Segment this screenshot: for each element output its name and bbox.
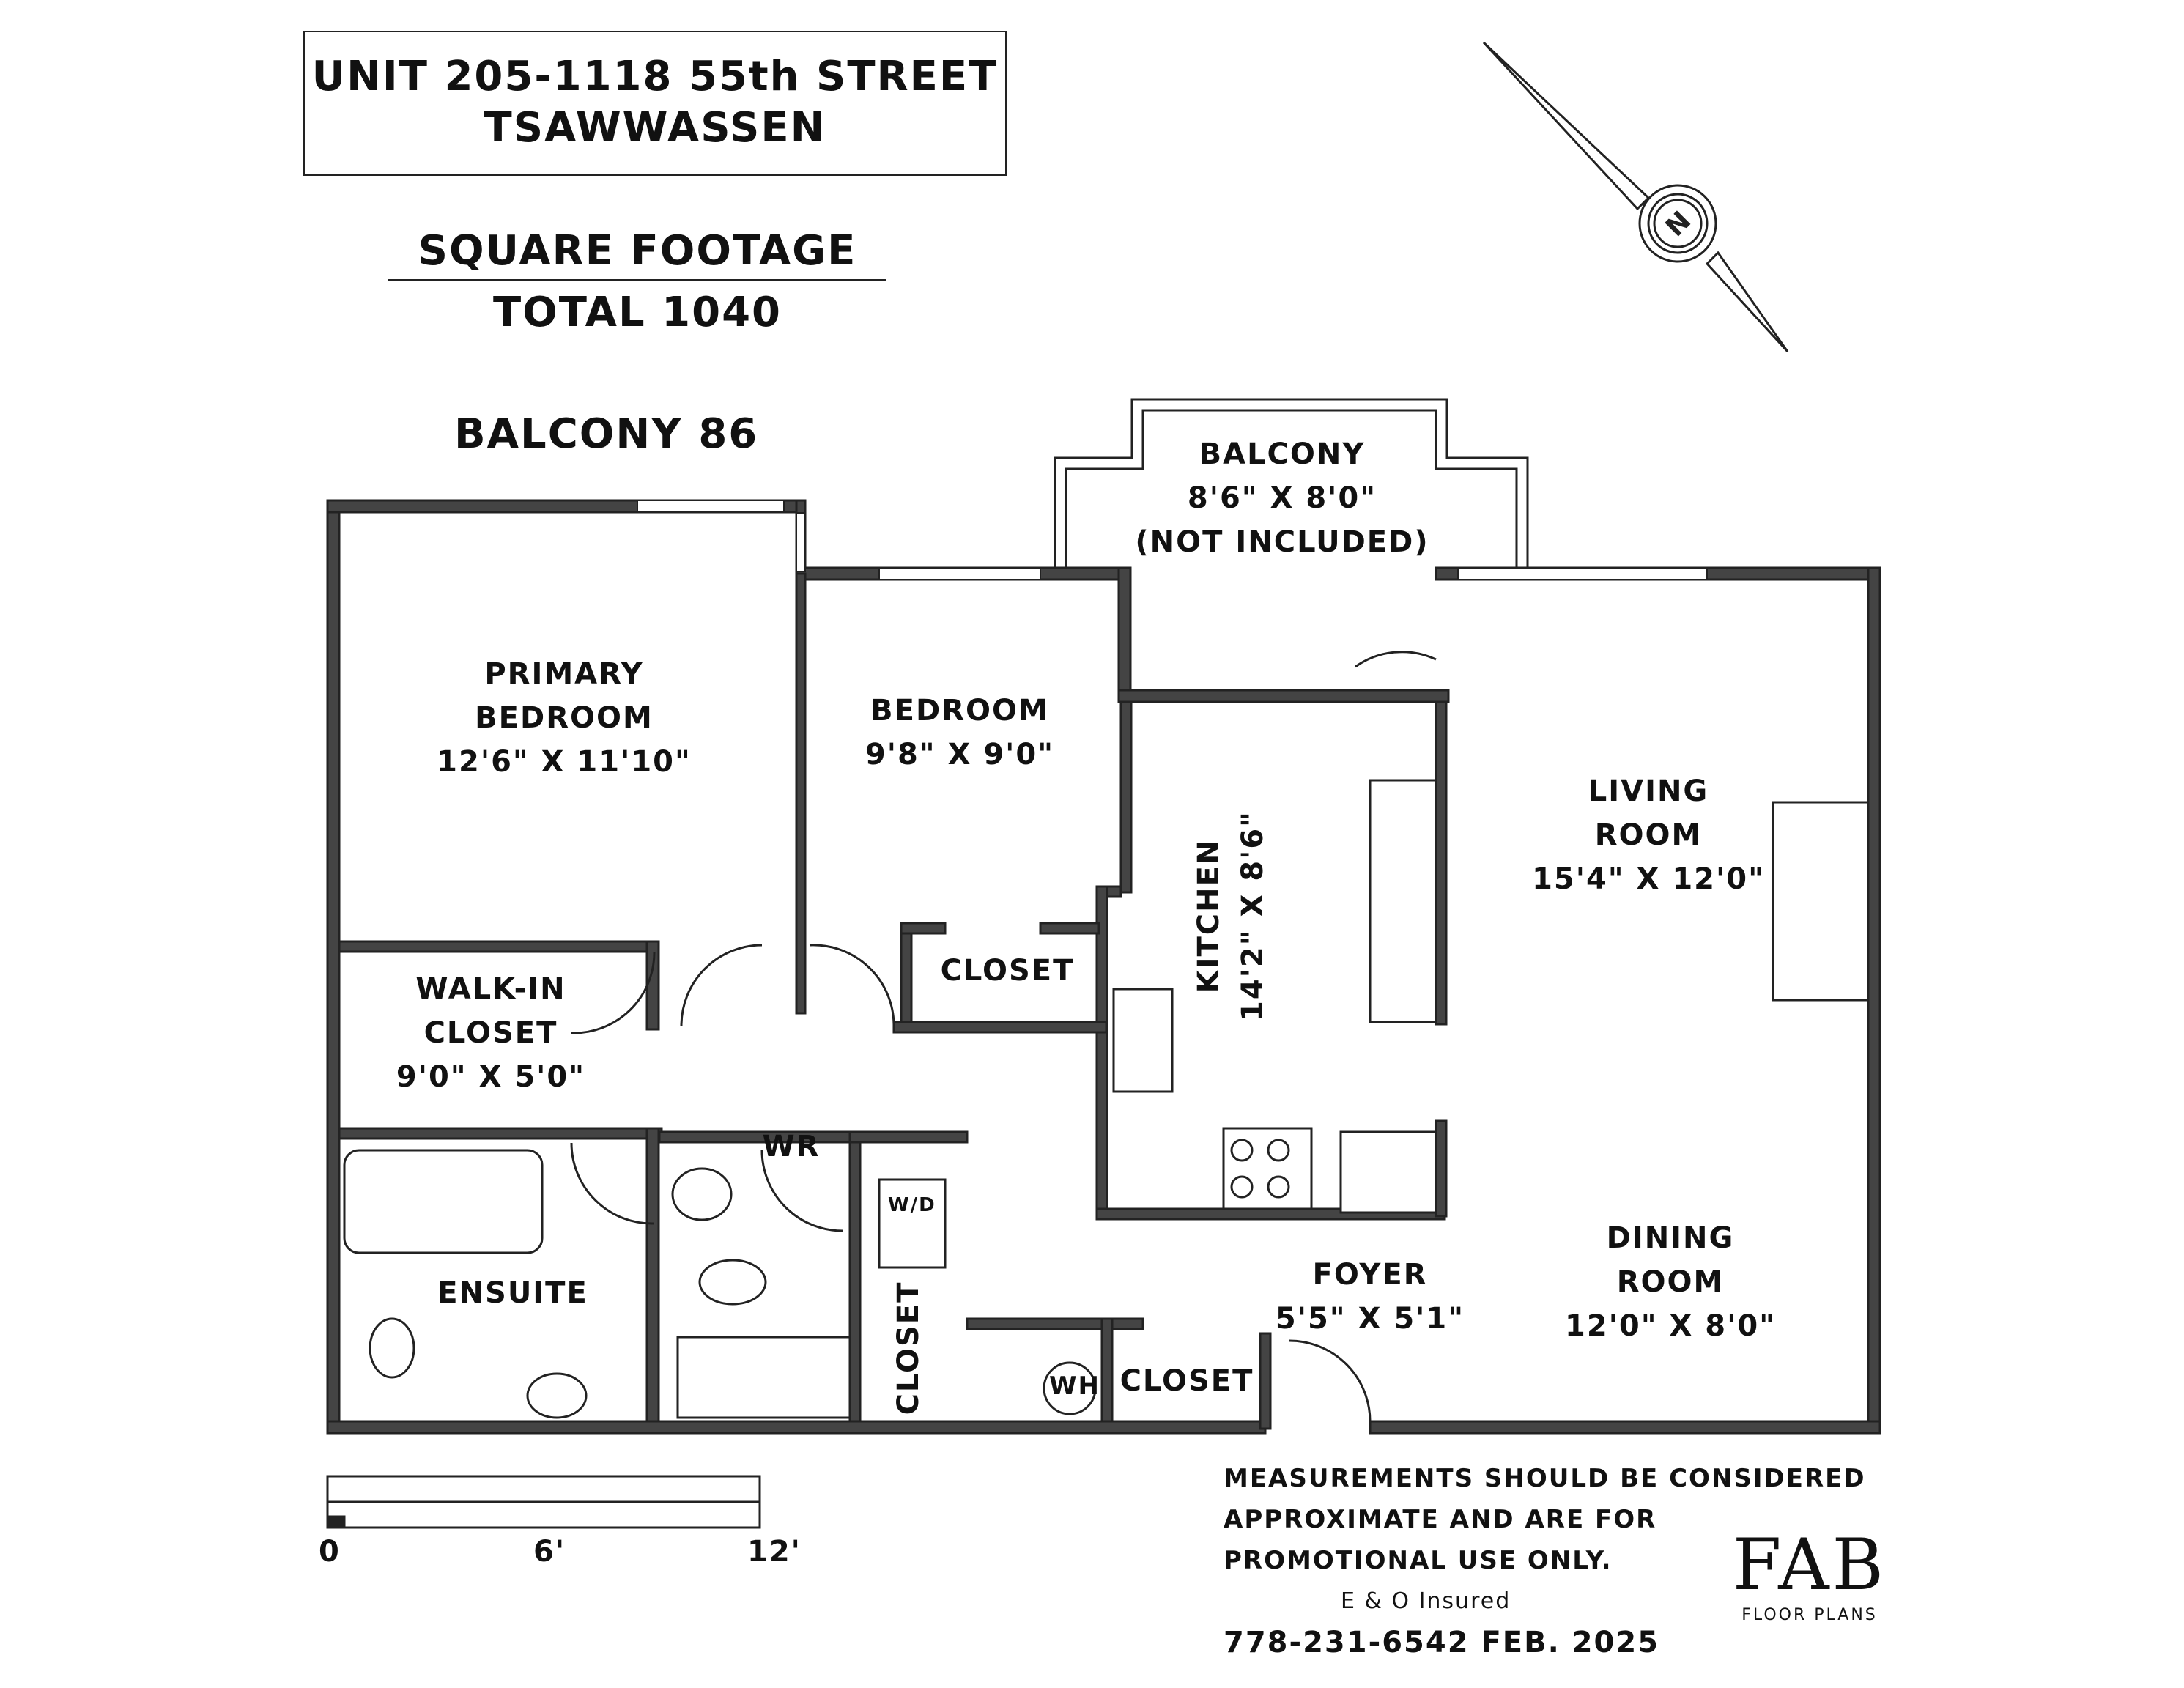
wall — [645, 1127, 660, 1423]
wall — [900, 922, 947, 935]
wr-label: WR — [762, 1130, 821, 1163]
primary-bedroom-label: PRIMARY BEDROOM 12'6" X 11'10" — [437, 657, 692, 779]
wall — [1117, 689, 1450, 703]
scale-bar — [326, 1475, 761, 1529]
toilet — [369, 1317, 415, 1379]
balcony-label: BALCONY 8'6" X 8'0" (NOT INCLUDED) — [1135, 437, 1429, 559]
wall — [1039, 922, 1100, 935]
scale-label-0: 0 — [319, 1535, 341, 1569]
wall — [1119, 700, 1133, 894]
wall — [1435, 1119, 1448, 1218]
walk-in-closet-label: WALK-IN CLOSET 9'0" X 5'0" — [396, 972, 586, 1094]
wd-label: W/D — [888, 1194, 936, 1216]
wall — [1435, 700, 1448, 1026]
closet-label: CLOSET — [940, 954, 1075, 988]
foyer-label: FOYER 5'5" X 5'1" — [1275, 1258, 1465, 1336]
wall — [1867, 566, 1881, 1434]
door-swing — [809, 944, 895, 1026]
closet-foyer-label: CLOSET — [1119, 1364, 1254, 1398]
bedroom-label: BEDROOM 9'8" X 9'0" — [865, 694, 1055, 771]
wall — [795, 572, 807, 1015]
wall — [645, 940, 660, 1031]
title-box: UNIT 205-1118 55th STREET TSAWWASSEN — [303, 31, 1007, 176]
wh-label: WH — [1049, 1372, 1100, 1401]
washer-dryer — [878, 1178, 947, 1269]
square-footage-heading: SQUARE FOOTAGE — [418, 227, 857, 275]
scale-label-12: 12' — [747, 1535, 802, 1569]
wall — [848, 1130, 969, 1144]
bathtub — [343, 1149, 544, 1254]
wall — [1259, 1332, 1272, 1430]
wall — [326, 499, 341, 1430]
toilet — [698, 1259, 767, 1306]
address-line: UNIT 205-1118 55th STREET — [311, 53, 999, 100]
living-room-label: LIVING ROOM 15'4" X 12'0" — [1532, 774, 1765, 896]
wall — [1369, 1420, 1881, 1435]
water-heater — [1043, 1361, 1097, 1415]
scale-label-6: 6' — [533, 1535, 566, 1569]
door-swing — [1355, 651, 1437, 668]
wall — [338, 1127, 663, 1140]
shower — [676, 1336, 851, 1419]
window — [796, 512, 806, 572]
wall — [900, 922, 913, 1023]
door-swing — [570, 1142, 655, 1225]
wall — [338, 940, 656, 953]
disclaimer: MEASUREMENTS SHOULD BE CONSIDERED APPROX… — [1224, 1464, 1866, 1659]
closet-vertical-label: CLOSET — [892, 1281, 925, 1415]
wall — [326, 1420, 1267, 1435]
fireplace — [1772, 801, 1870, 1002]
ensuite-label: ENSUITE — [437, 1276, 588, 1310]
balcony-total: BALCONY 86 — [454, 410, 759, 458]
double-sink — [1112, 988, 1174, 1093]
door-swing — [760, 1150, 843, 1232]
wall — [892, 1021, 1108, 1034]
door-swing — [571, 952, 656, 1034]
divider — [388, 279, 886, 281]
window — [878, 567, 1041, 580]
sink — [526, 1372, 588, 1419]
dining-room-label: DINING ROOM 12'0" X 8'0" — [1564, 1221, 1777, 1343]
north-arrow-icon — [1482, 41, 1789, 353]
fridge — [1339, 1130, 1437, 1214]
balcony-outline — [1054, 398, 1529, 568]
wall — [848, 1130, 862, 1423]
wall — [1117, 566, 1132, 697]
door-swing — [680, 944, 763, 1026]
island — [1369, 779, 1437, 1023]
fab-logo: FAB FLOOR PLANS — [1732, 1524, 1887, 1624]
square-footage-total: TOTAL 1040 — [492, 289, 782, 336]
city-line: TSAWWASSEN — [484, 104, 826, 152]
window — [637, 500, 785, 513]
sink — [671, 1167, 733, 1221]
wall — [1100, 1317, 1114, 1423]
square-footage-block: SQUARE FOOTAGE TOTAL 1040 — [388, 227, 886, 336]
wall — [966, 1317, 1144, 1330]
window — [1457, 567, 1708, 580]
wall — [1095, 885, 1108, 1218]
door-swing — [1289, 1339, 1372, 1422]
kitchen-label: KITCHEN 14'2" X 8'6" — [1192, 810, 1270, 1022]
